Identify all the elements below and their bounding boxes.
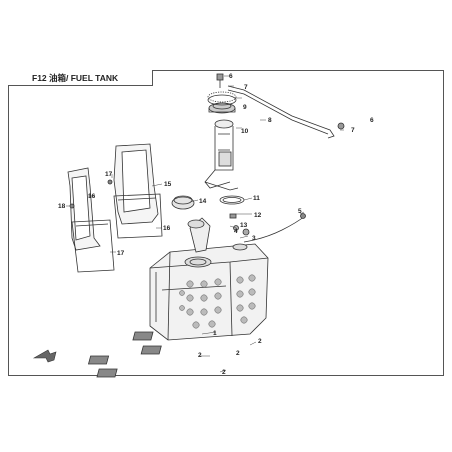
fuel-pump [204, 102, 239, 191]
callout-label: 6 [229, 73, 233, 80]
title-tab [8, 70, 153, 86]
callout-label: 3 [252, 235, 256, 242]
callout-label: 13 [240, 222, 248, 229]
lock-ring [207, 91, 237, 106]
callout-label: 5 [298, 208, 302, 215]
callout-label: 18 [58, 203, 66, 210]
callout-label: 11 [253, 195, 260, 202]
callout-label: 16 [88, 193, 96, 200]
callout-label: 12 [254, 212, 262, 219]
diagram-frame [8, 70, 444, 376]
bracket-set [67, 143, 163, 273]
page-title: F12 油箱/ FUEL TANK [32, 73, 119, 83]
callout-label: 7 [351, 127, 355, 134]
callout-label: 14 [199, 198, 207, 205]
fuel-cap [171, 195, 195, 210]
top-fitting [216, 73, 224, 88]
callout-label: 7 [244, 84, 248, 91]
callout-label: 2 [198, 352, 202, 359]
bolt [107, 179, 113, 185]
arrow-icon [32, 349, 57, 363]
filler-neck [187, 217, 211, 253]
callout-label: 2 [222, 369, 226, 376]
vent-hose [229, 213, 306, 243]
vent-pipe [227, 85, 345, 139]
callout-label: 16 [163, 225, 171, 232]
callout-label: 9 [243, 104, 247, 111]
callout-label: 2 [258, 338, 262, 345]
callout-label: 10 [241, 128, 249, 135]
callout-label: 17 [105, 171, 113, 178]
callout-label: 1 [213, 330, 217, 337]
callout-label: 4 [234, 228, 238, 235]
callout-label: 17 [117, 250, 125, 257]
callout-label: 2 [236, 350, 240, 357]
callout-label: 8 [268, 117, 272, 124]
callout-label: 6 [370, 117, 374, 124]
rubber-pads [87, 331, 162, 378]
callout-label: 15 [164, 181, 172, 188]
fuel-tank [149, 243, 269, 341]
